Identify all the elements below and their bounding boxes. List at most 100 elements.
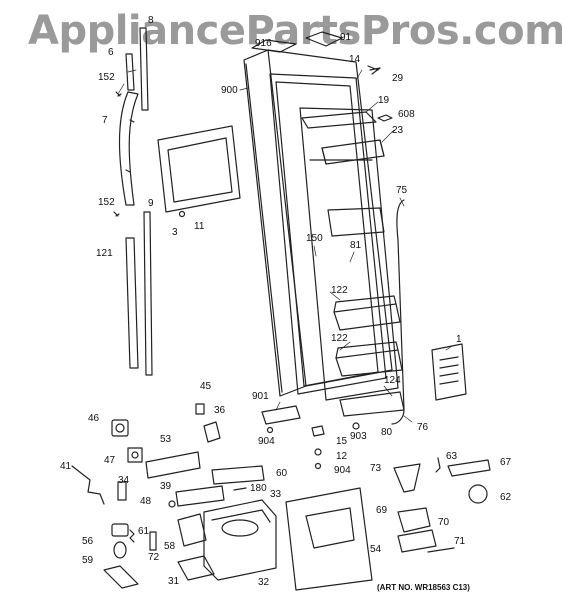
switch-34 (117, 481, 127, 501)
callout-12: 12 (336, 451, 348, 462)
callout-71: 71 (454, 536, 466, 547)
switch-housing-60 (211, 465, 265, 485)
callout-917: 91 (340, 32, 352, 43)
callout-45: 45 (200, 381, 212, 392)
door-bin-lower (335, 341, 403, 377)
clip-63 (435, 457, 441, 473)
callout-58: 58 (164, 541, 176, 552)
callout-56: 56 (82, 536, 94, 547)
upper-handle-trim (125, 53, 135, 91)
screw-3 (178, 210, 186, 218)
side-trim-strip (143, 211, 153, 376)
callout-903: 903 (350, 431, 367, 442)
callout-75: 75 (396, 185, 408, 196)
dispenser-front-panel (285, 487, 373, 591)
callout-46: 46 (88, 413, 100, 424)
callout-904-lower: 904 (334, 465, 351, 476)
screw-904-lower (314, 462, 322, 470)
callout-11: 11 (194, 221, 205, 232)
callout-36: 36 (214, 405, 226, 416)
hinge-bushing-15 (311, 425, 325, 437)
bracket-72 (149, 531, 157, 551)
callout-72: 72 (148, 552, 160, 563)
callout-70: 70 (438, 517, 450, 528)
callout-54: 54 (370, 544, 382, 555)
dispenser-top-shelf (301, 111, 377, 129)
callout-47: 47 (104, 455, 116, 466)
callout-122-lower: 122 (331, 333, 348, 344)
wire-harness-41 (71, 465, 105, 505)
callout-60: 60 (276, 468, 288, 479)
cap-608 (377, 114, 393, 122)
door-gasket (269, 73, 387, 395)
outer-door-panel (243, 49, 393, 397)
callout-14: 14 (349, 54, 361, 65)
lever-69 (397, 507, 431, 533)
hinge-cover (261, 405, 301, 425)
door-handle (118, 91, 139, 206)
callout-39: 39 (160, 481, 172, 492)
callout-7: 7 (102, 115, 108, 126)
callout-900: 900 (221, 85, 238, 96)
callout-904-upper: 904 (258, 436, 275, 447)
drip-tray-59 (103, 565, 139, 589)
instruction-manual (431, 343, 467, 401)
callout-32: 32 (258, 577, 270, 588)
fastener-48 (168, 500, 176, 508)
ice-tray-31 (177, 555, 215, 581)
spring-61 (129, 529, 135, 543)
dispenser-cover-frame (157, 125, 241, 213)
callout-81: 81 (350, 240, 362, 251)
callout-180: 180 (250, 483, 267, 494)
motor-56 (111, 523, 129, 559)
callout-15: 15 (336, 436, 348, 447)
washer-12 (314, 448, 322, 456)
switch-36 (203, 421, 221, 443)
callout-122-upper: 122 (331, 285, 348, 296)
screw-152-lower (113, 211, 120, 217)
switch-bracket-39 (175, 485, 225, 507)
callout-76: 76 (417, 422, 429, 433)
switch-45 (195, 403, 205, 415)
callout-121: 121 (96, 248, 113, 259)
callout-916: 916 (255, 38, 272, 49)
callout-8: 8 (148, 15, 154, 26)
callout-152-upper: 152 (98, 72, 115, 83)
callout-67: 67 (500, 457, 512, 468)
callout-34: 34 (118, 475, 130, 486)
callout-31: 31 (168, 576, 180, 587)
lower-trim-strip (125, 237, 139, 369)
callout-33: 33 (270, 489, 282, 500)
inner-door-liner (299, 107, 399, 401)
callout-23: 23 (392, 125, 404, 136)
callout-608: 608 (398, 109, 415, 120)
callout-69: 69 (376, 505, 388, 516)
dispenser-housing (203, 499, 277, 581)
callout-41: 41 (60, 461, 72, 472)
callout-6: 6 (108, 47, 114, 58)
callout-62: 62 (500, 492, 512, 503)
callout-63: 63 (446, 451, 458, 462)
water-tube (391, 199, 405, 425)
actuator-58 (177, 513, 207, 547)
wire-bundle (367, 65, 381, 75)
callout-3: 3 (172, 227, 178, 238)
handle-trim-strip (139, 27, 149, 111)
callout-901: 901 (252, 391, 269, 402)
callout-80: 80 (381, 427, 393, 438)
module-47 (127, 447, 143, 463)
rod-71 (427, 547, 455, 553)
callout-73: 73 (370, 463, 382, 474)
callout-9: 9 (148, 198, 154, 209)
callout-29: 29 (392, 73, 404, 84)
callout-48: 48 (140, 496, 152, 507)
light-socket-46 (111, 419, 129, 437)
lever-70 (397, 529, 437, 553)
watermark: AppliancePartsPros.com (28, 8, 562, 54)
bracket-67 (447, 459, 491, 477)
gasket-ring-62 (468, 484, 488, 504)
callout-59: 59 (82, 555, 94, 566)
leader-lines (117, 69, 453, 423)
